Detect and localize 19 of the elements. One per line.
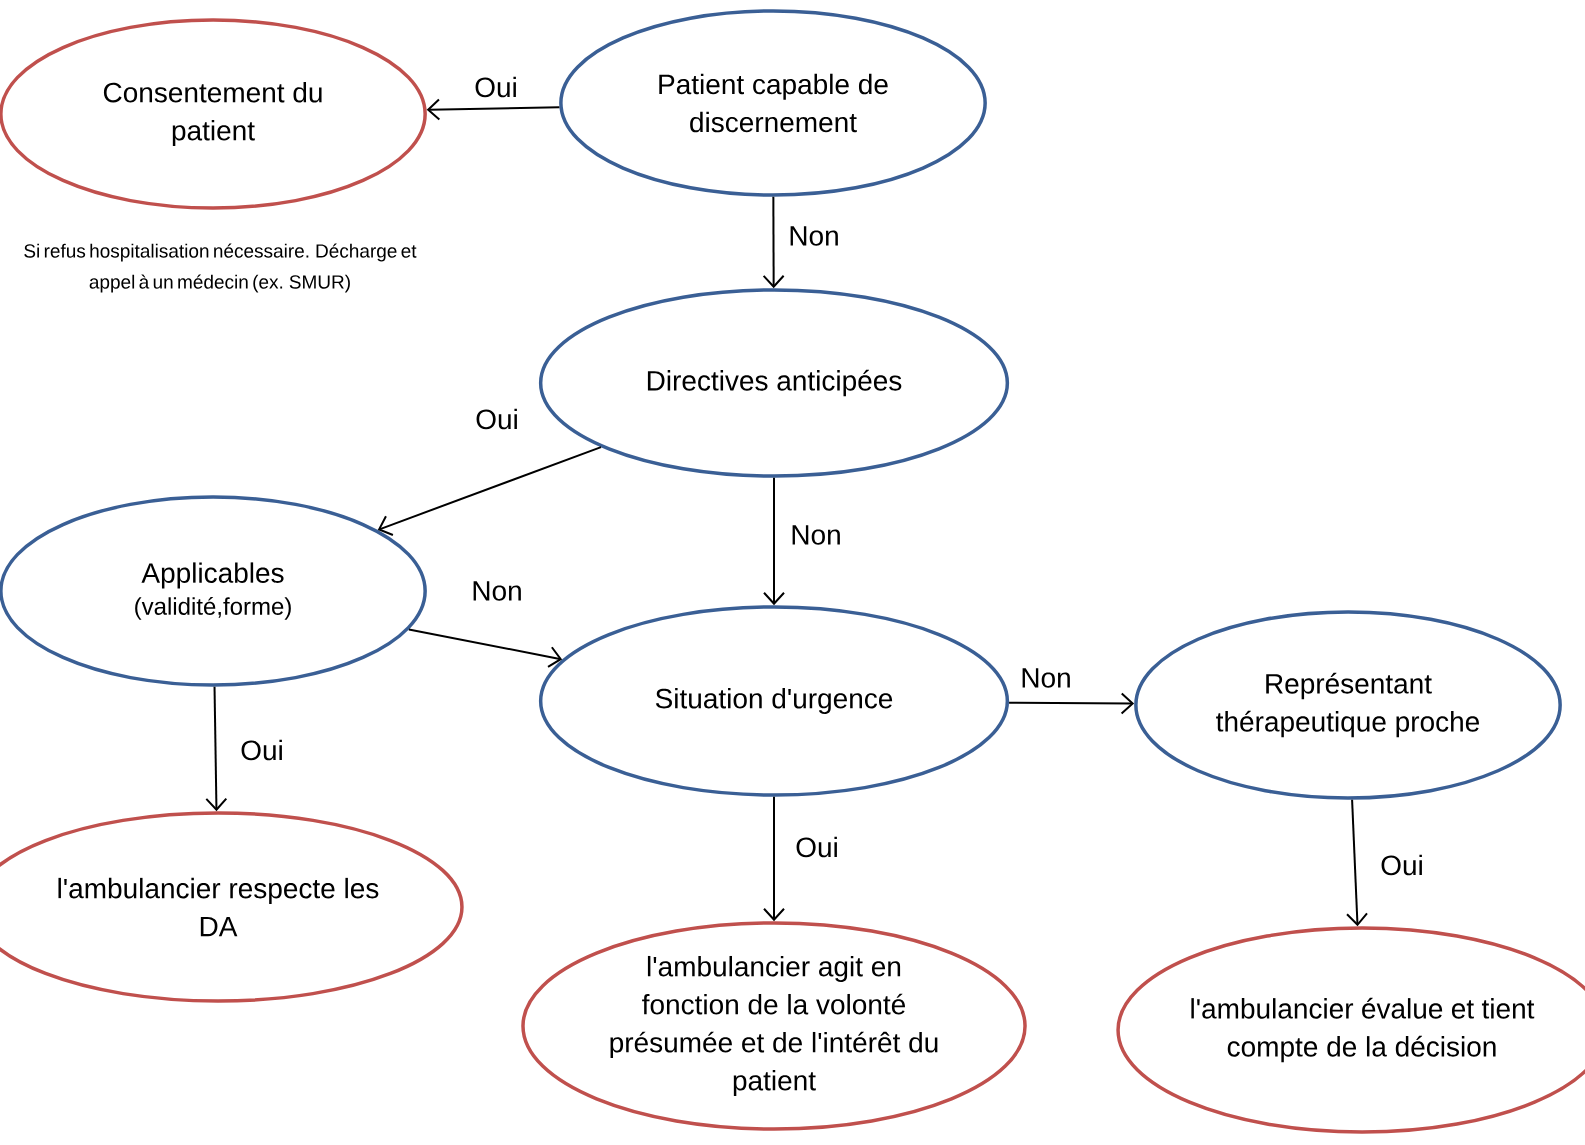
note-text: Si refus hospitalisation nécessaire. Décharge et appel à un médecin (ex. SMUR) (24, 243, 417, 293)
edge-label: Oui (238, 737, 286, 763)
arrow (426, 98, 561, 121)
edge-label: Non (469, 579, 525, 603)
edge-label: Non (788, 523, 844, 547)
arrow (407, 628, 563, 668)
arrow (1346, 798, 1368, 927)
arrow (763, 476, 785, 606)
arrow (1008, 692, 1135, 715)
arrow (205, 685, 228, 812)
edge-label: Oui (793, 834, 841, 860)
edge-label: Oui (1378, 852, 1426, 878)
arrow (762, 195, 785, 289)
arrow (377, 446, 602, 536)
edge-label: Oui (473, 406, 521, 432)
edge-label: Non (786, 224, 842, 248)
edge-label: Non (1018, 666, 1074, 690)
arrow (763, 795, 785, 922)
edge-label: Oui (472, 74, 520, 100)
